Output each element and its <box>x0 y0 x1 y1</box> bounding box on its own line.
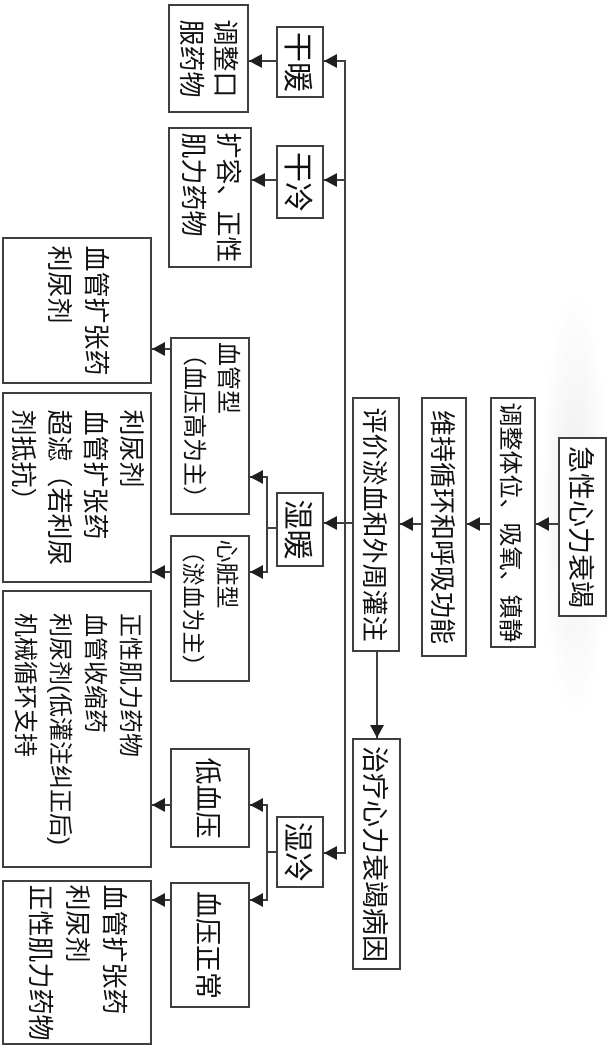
node-label: 湿暖 <box>280 499 313 560</box>
node-label-line: 剂抵抗） <box>8 409 38 514</box>
edge-wetwarm-vascular-arrowhead <box>250 470 263 484</box>
node-adjust-oral-meds: 调整口 服药物 <box>168 4 249 113</box>
node-acute-heart-failure: 急性心力衰竭 <box>558 437 607 617</box>
node-label-line: 服药物 <box>176 19 207 98</box>
edge-posture-maintain-arrowhead <box>467 517 480 531</box>
node-hypotension: 低血压 <box>170 748 250 848</box>
node-label: 干暖 <box>280 32 313 92</box>
node-label-line: 血管收缩药 <box>81 613 108 733</box>
node-label: 血压正常 <box>192 891 223 999</box>
node-label-line: 血管扩张药 <box>99 884 130 1015</box>
node-label-block: 利尿剂 血管扩张药 超滤（若利尿 剂抵抗） <box>5 409 149 565</box>
node-label-line: 利尿剂(低灌注纠正后) <box>46 613 73 845</box>
edge-trunk-drycold-arrowhead <box>324 173 337 187</box>
node-label-block: 心脏型 （淤血为主） <box>176 540 244 678</box>
edge-hypotension-tx-arrowhead <box>152 798 165 812</box>
node-label-line: （血压高为主） <box>180 342 207 510</box>
node-volume-expansion-inotropes: 扩容、正性 肌力药物 <box>168 127 252 268</box>
node-label-line: 正性肌力药物 <box>116 613 143 757</box>
edge-drycold-volume-arrowhead <box>252 173 265 187</box>
node-wet-warm: 湿暖 <box>276 492 324 567</box>
node-label-line: 扩容、正性 <box>213 132 243 263</box>
node-label-line: 血管型 <box>214 342 241 414</box>
node-label: 调整体位、吸氧、镇静 <box>496 402 524 643</box>
edge-wetwarm-cardiac-arrowhead <box>250 565 263 579</box>
edge-normalbp-tx-arrowhead <box>152 893 165 907</box>
node-label-line: （淤血为主） <box>180 539 206 678</box>
node-label: 评价淤血和外周灌注 <box>359 407 390 642</box>
node-label-line: 超滤（若利尿 <box>44 409 74 566</box>
edge-drywarm-oralmeds-arrowhead <box>249 54 262 68</box>
node-label: 干冷 <box>280 152 313 212</box>
node-label-line: 利尿剂 <box>62 884 93 963</box>
edge-cardiac-tx-arrowhead <box>152 565 165 579</box>
node-tx-vasodilator-diuretic-inotrope: 血管扩张药 利尿剂 正性肌力药物 <box>2 880 152 1045</box>
node-cardiac-type: 心脏型 （淤血为主） <box>170 535 250 682</box>
node-evaluate-congestion-perfusion: 评价淤血和外周灌注 <box>352 397 400 652</box>
node-adjust-posture-oxygen-sedation: 调整体位、吸氧、镇静 <box>490 397 536 648</box>
node-label-line: 机械循环支持 <box>11 613 38 757</box>
node-label: 湿冷 <box>280 822 313 882</box>
node-label: 低血压 <box>192 757 223 839</box>
node-label-block: 血管扩张药 利尿剂 <box>40 245 114 375</box>
edge-evaluate-wetwarm-arrowhead <box>324 516 337 530</box>
edge-wetcold-normalbp-arrowhead <box>250 893 263 907</box>
node-label-line: 正性肌力药物 <box>25 884 56 1041</box>
node-label-line: 心脏型 <box>214 539 240 609</box>
node-label-line: 利尿剂 <box>44 245 74 324</box>
node-label-block: 正性肌力药物 血管收缩药 利尿剂(低灌注纠正后) 机械循环支持 <box>7 613 147 845</box>
node-label-line: 血管扩张药 <box>81 245 111 376</box>
edge-wetcold-fork-cross <box>266 804 268 901</box>
edge-trunk-wetcold-arrowhead <box>324 846 337 860</box>
node-label-line: 血管扩张药 <box>80 409 110 540</box>
node-label-block: 扩容、正性 肌力药物 <box>175 132 245 262</box>
edge-wetcold-hypotension-arrowhead <box>250 798 263 812</box>
node-label-block: 血管扩张药 利尿剂 正性肌力药物 <box>22 884 133 1040</box>
node-vascular-type: 血管型 （血压高为主） <box>170 337 250 515</box>
node-label-line: 利尿剂 <box>116 409 146 488</box>
edge-maintain-evaluate-arrowhead <box>400 517 413 531</box>
node-wet-cold: 湿冷 <box>276 816 324 888</box>
node-maintain-circulation-respiration: 维持循环和呼吸功能 <box>421 397 467 657</box>
node-dry-warm: 干暖 <box>276 26 324 98</box>
node-normal-blood-pressure: 血压正常 <box>170 882 250 1008</box>
edge-evaluate-treatcause-arrowhead <box>370 725 384 738</box>
node-tx-diuretic-vasodilator-ultrafiltration: 利尿剂 血管扩张药 超滤（若利尿 剂抵抗） <box>2 392 152 583</box>
node-label: 维持循环和呼吸功能 <box>427 409 458 644</box>
node-dry-cold: 干冷 <box>276 145 324 219</box>
node-treat-heart-failure-cause: 治疗心力衰竭病因 <box>352 738 401 970</box>
node-tx-vasodilator-diuretic: 血管扩张药 利尿剂 <box>2 237 152 384</box>
edge-wetwarm-fork-cross <box>266 476 268 573</box>
node-label: 治疗心力衰竭病因 <box>359 746 389 962</box>
node-tx-inotrope-vasoconstrictor-mcs: 正性肌力药物 血管收缩药 利尿剂(低灌注纠正后) 机械循环支持 <box>2 590 152 868</box>
edge-start-posture-arrowhead <box>536 517 549 531</box>
node-label: 急性心力衰竭 <box>565 446 595 608</box>
node-label-line: 肌力药物 <box>178 132 208 237</box>
edge-trunk-drywarm-arrowhead <box>324 54 337 68</box>
node-label-block: 血管型 （血压高为主） <box>176 342 244 510</box>
node-label-block: 调整口 服药物 <box>175 19 243 97</box>
node-label-line: 调整口 <box>210 19 241 98</box>
edge-vascular-tx-arrowhead <box>152 342 165 356</box>
